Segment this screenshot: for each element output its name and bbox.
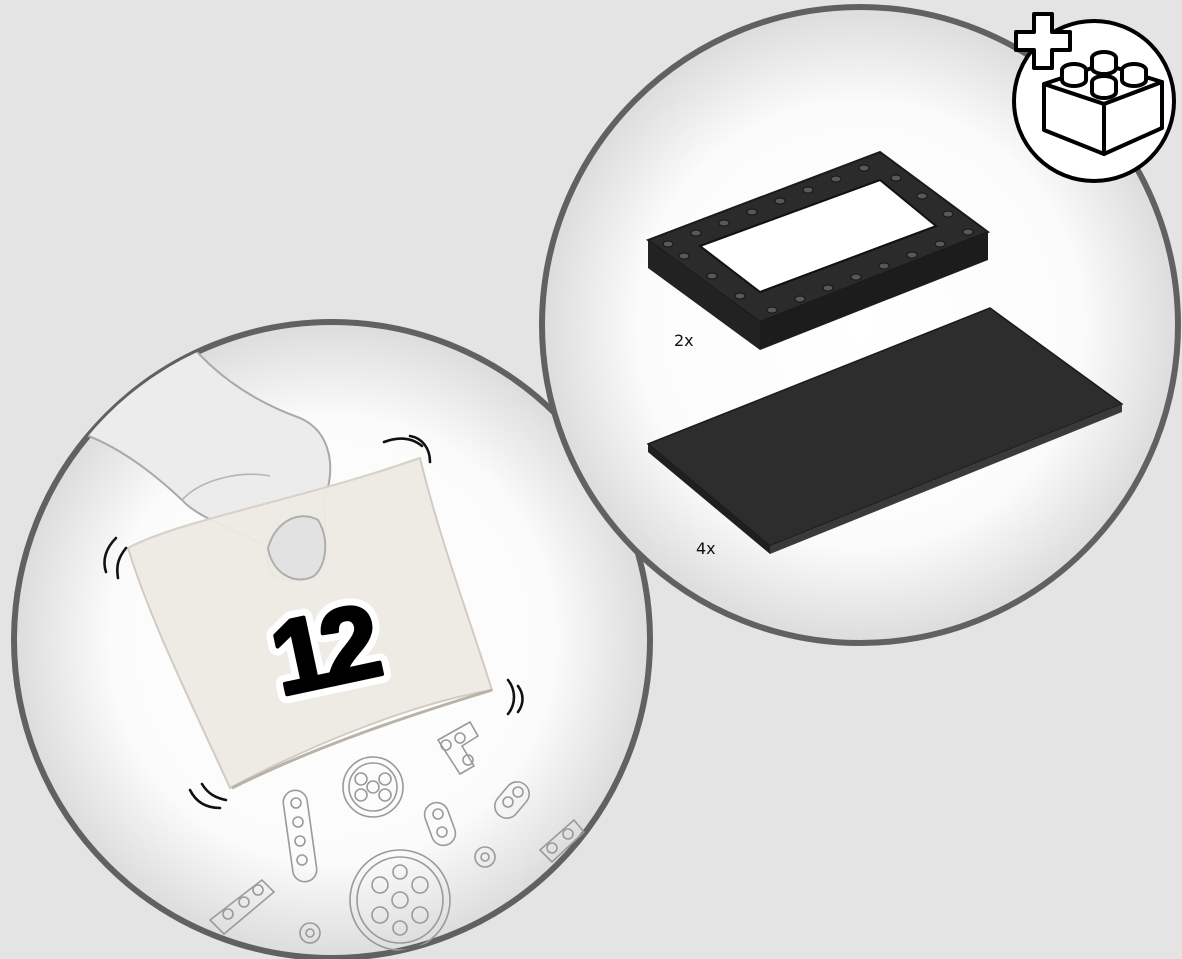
plus-brick-icon — [1014, 14, 1174, 181]
frame-quantity: 2x — [674, 331, 694, 350]
plate-quantity: 4x — [696, 539, 716, 558]
